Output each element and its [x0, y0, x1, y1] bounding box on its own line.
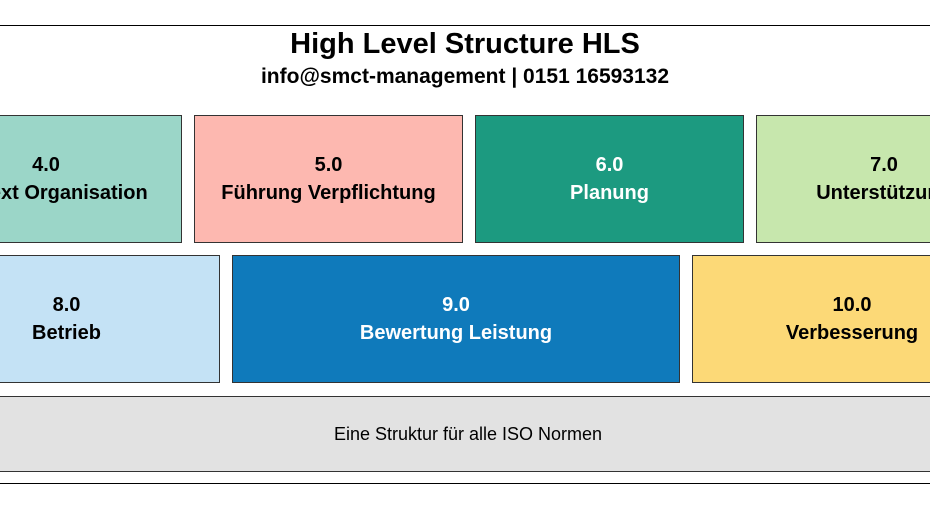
block-label: Verbesserung [785, 322, 919, 344]
diagram-title: High Level Structure HLS [290, 28, 640, 60]
block-label: Kontext Organisation [0, 182, 148, 204]
block-label: Führung Verpflichtung [221, 182, 436, 204]
block-4-kontext-organisation: 4.0 Kontext Organisation [0, 115, 182, 243]
diagram-frame [0, 25, 930, 484]
block-label: Betrieb [32, 322, 101, 344]
base-label: Eine Struktur für alle ISO Normen [333, 423, 603, 444]
block-5-fuehrung-verpflichtung: 5.0 Führung Verpflichtung [194, 115, 463, 243]
block-number: 6.0 [595, 154, 624, 176]
block-7-unterstuetzung: 7.0 Unterstützung [756, 115, 930, 243]
iso-base-bar: Eine Struktur für alle ISO Normen [0, 396, 930, 472]
block-number: 5.0 [314, 154, 343, 176]
block-number: 10.0 [832, 294, 872, 316]
block-6-planung: 6.0 Planung [475, 115, 744, 243]
block-number: 9.0 [442, 294, 470, 316]
block-8-betrieb: 8.0 Betrieb [0, 255, 220, 383]
block-number: 4.0 [32, 154, 60, 176]
contact-line: info@smct-management | 0151 16593132 [260, 65, 670, 88]
block-10-verbesserung: 10.0 Verbesserung [692, 255, 930, 383]
block-9-bewertung-leistung: 9.0 Bewertung Leistung [232, 255, 680, 383]
block-label: Bewertung Leistung [359, 322, 553, 344]
block-label: Unterstützung [816, 182, 930, 204]
block-number: 8.0 [52, 294, 81, 316]
block-number: 7.0 [870, 154, 898, 176]
block-label: Planung [570, 182, 649, 204]
